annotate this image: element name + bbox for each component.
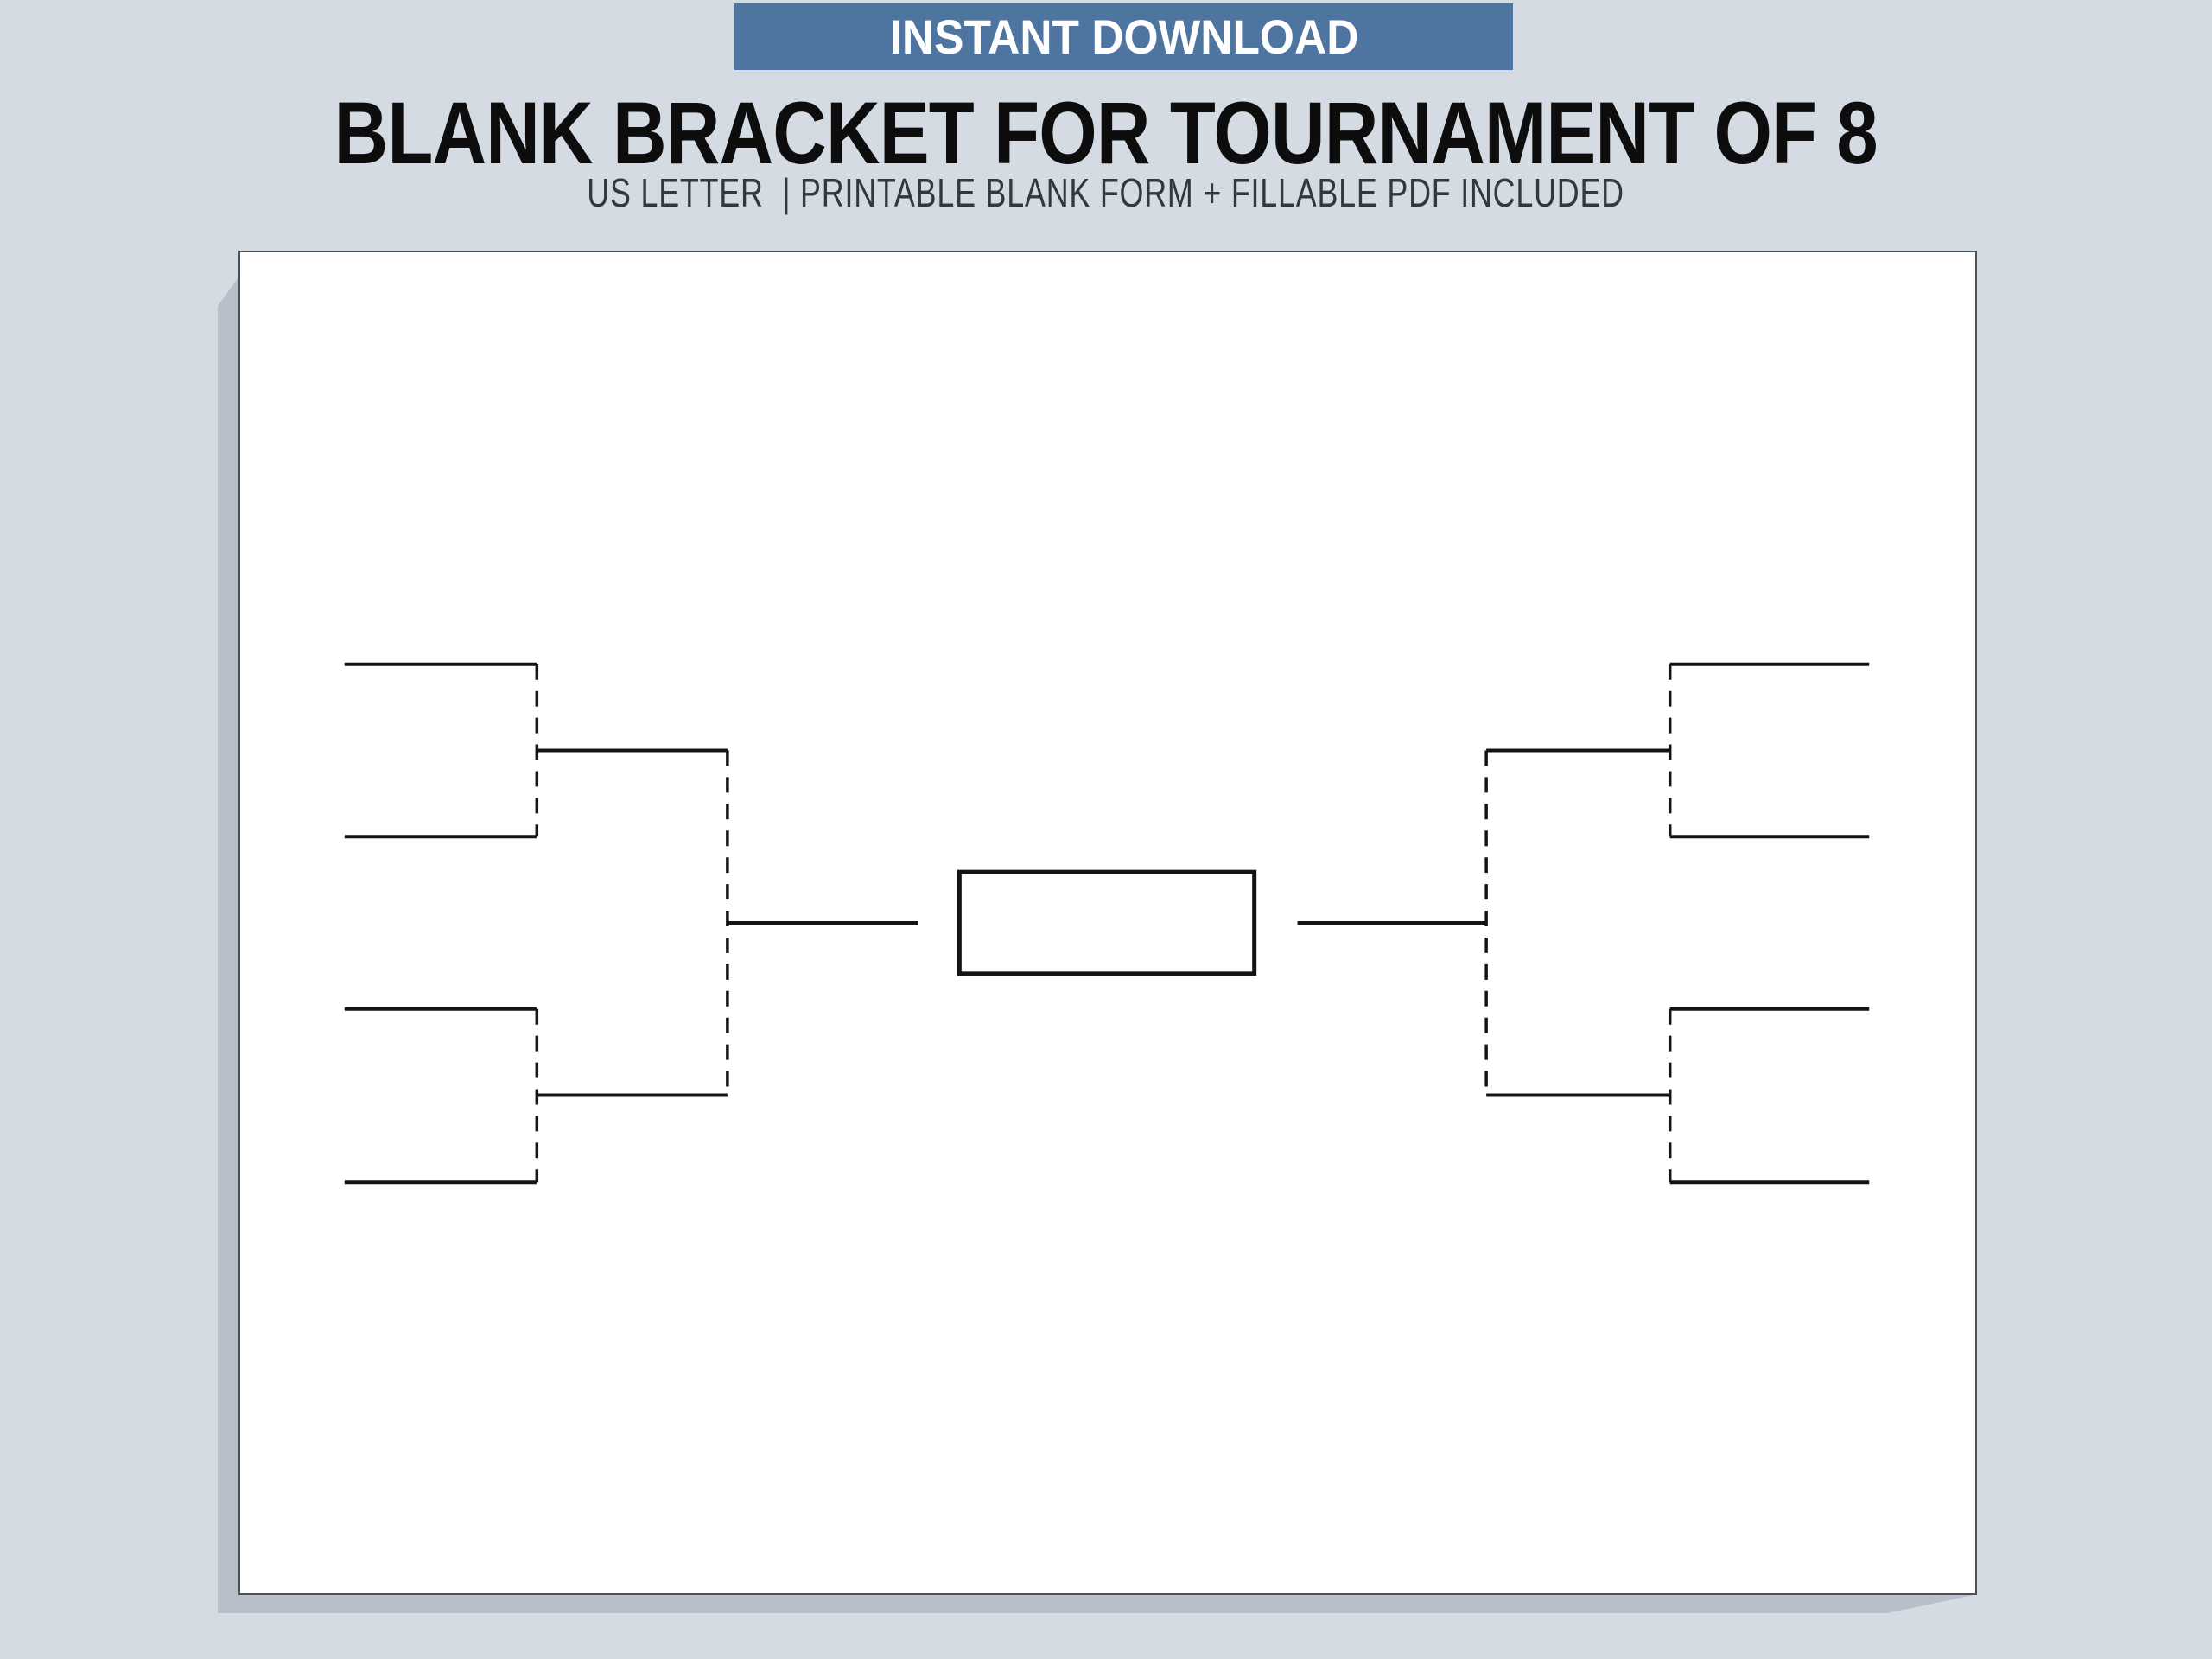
subtitle: US LETTER | PRINTABLE BLANK FORM + FILLA… — [0, 168, 2212, 218]
bracket-sheet — [238, 251, 1977, 1595]
instant-download-banner: INSTANT DOWNLOAD — [734, 3, 1513, 70]
banner-label: INSTANT DOWNLOAD — [889, 10, 1358, 64]
bracket-svg — [344, 662, 1870, 1185]
page-title: BLANK BRACKET FOR TOURNAMENT OF 8 — [0, 83, 2212, 182]
champion-box — [957, 869, 1257, 976]
title-text: BLANK BRACKET FOR TOURNAMENT OF 8 — [334, 83, 1878, 182]
subtitle-text: US LETTER | PRINTABLE BLANK FORM + FILLA… — [587, 170, 1625, 215]
